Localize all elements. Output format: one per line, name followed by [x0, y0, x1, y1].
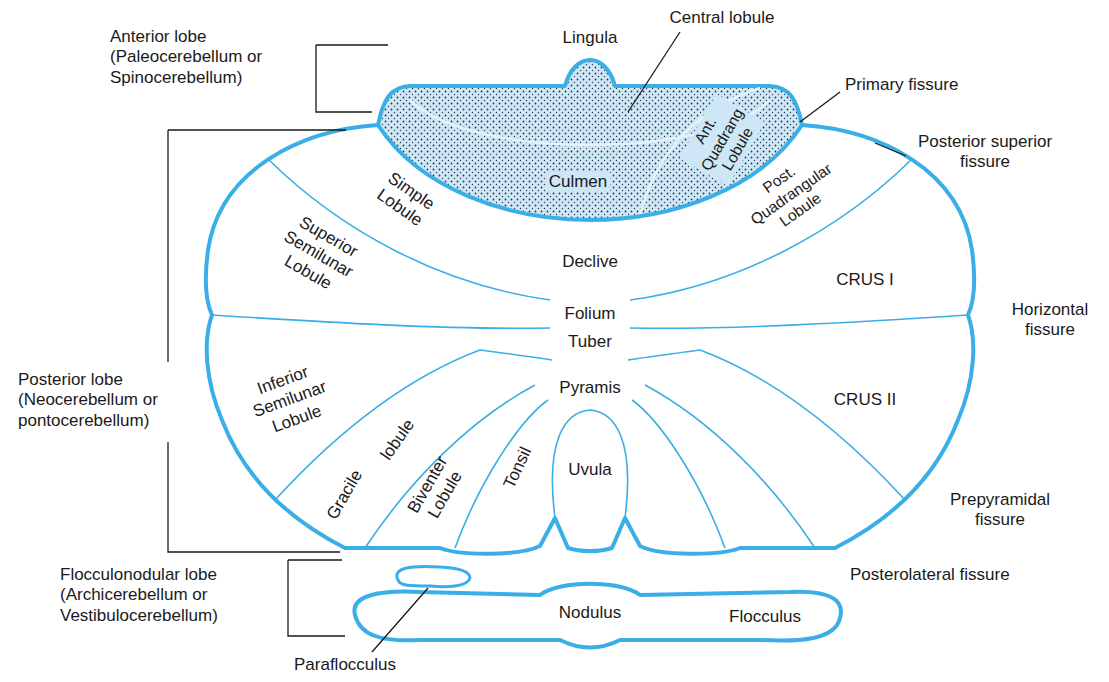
part-label: Prepyramidal fissure: [940, 490, 1060, 531]
leader-line: [800, 92, 840, 122]
part-label: lobule: [377, 416, 420, 465]
flocculonodular-band: [354, 584, 840, 648]
part-label: Culmen: [546, 172, 611, 192]
part-label: Tuber: [568, 332, 612, 352]
part-label: Tonsil: [500, 444, 537, 492]
brackets: [168, 32, 906, 652]
part-label: Posterolateral fissure: [850, 565, 1010, 585]
anterior-lobe: [378, 60, 802, 220]
part-label: Folium: [564, 304, 615, 324]
paraflocculus-lobe: [397, 566, 470, 586]
fissure-line: [455, 400, 548, 548]
part-label: Horizontal fissure: [1000, 300, 1100, 341]
part-label: Flocculus: [729, 607, 801, 627]
part-label: Post. Quadrangular Lobule: [736, 146, 843, 244]
bracket: [288, 560, 345, 636]
leader-line: [875, 143, 906, 156]
part-label: Central lobule: [670, 8, 775, 28]
part-label: Inferior Semilunar Lobule: [237, 356, 342, 444]
part-label: Paraflocculus: [294, 655, 396, 675]
part-label: Posterior lobe (Neocerebellum or pontoce…: [18, 370, 178, 431]
part-label: Primary fissure: [845, 75, 958, 95]
part-label: Declive: [562, 252, 618, 272]
part-label: CRUS II: [834, 390, 896, 410]
part-label: Pyramis: [559, 378, 620, 398]
part-label: Posterior superior fissure: [900, 132, 1070, 173]
cerebellum-outline: [206, 125, 975, 554]
bracket: [168, 130, 346, 552]
part-label: Nodulus: [559, 603, 621, 623]
part-label: Uvula: [568, 460, 611, 480]
leader-line: [372, 588, 428, 652]
bracket: [316, 45, 388, 112]
part-label: Flocculonodular lobe (Archicerebellum or…: [60, 565, 260, 626]
part-label: CRUS I: [836, 270, 894, 290]
part-label: Lingula: [563, 28, 618, 48]
fissure-line: [632, 400, 725, 548]
part-label: Simple Lobule: [368, 166, 442, 235]
part-label: Anterior lobe (Paleocerebellum or Spinoc…: [110, 27, 295, 88]
fissure-line: [645, 385, 815, 548]
part-label: Gracile: [323, 467, 368, 524]
fissure-line: [212, 315, 550, 328]
part-label: Biventer Lobule: [401, 447, 474, 532]
fissure-line: [630, 315, 968, 328]
part-label: Superior Semilunar Lobule: [264, 206, 373, 304]
fissure-line: [275, 350, 552, 500]
leader-line: [628, 32, 680, 112]
fissure-lines: [212, 159, 968, 548]
fissure-line: [628, 350, 905, 500]
part-label: Ant. Quadrang Lobule: [679, 94, 764, 186]
uvula-outline: [552, 410, 627, 518]
